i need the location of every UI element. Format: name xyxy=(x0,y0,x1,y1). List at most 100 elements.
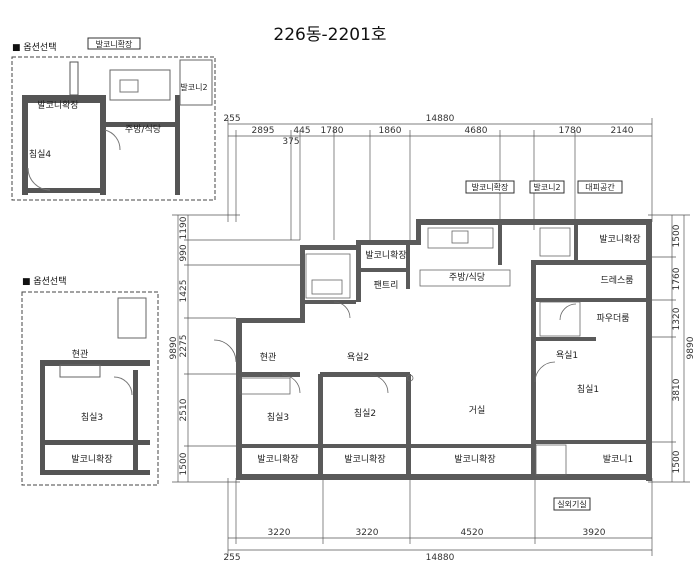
opt1-wall xyxy=(22,95,102,103)
opt1-wall xyxy=(22,188,106,193)
opt1-kitchen-label: 주방/식당 xyxy=(125,124,161,135)
tag-outdoor-unit-room: 실외기실 xyxy=(557,499,586,509)
dim-bottom-seg-1: 3220 xyxy=(268,528,291,538)
opt2-entrance-label: 현관 xyxy=(72,349,89,360)
room-bath2: 욕실2 xyxy=(347,352,369,363)
shoe-cabinet xyxy=(239,377,291,395)
tag-evacuation-space: 대피공간 xyxy=(585,182,615,192)
room-living: 거실 xyxy=(469,405,486,416)
option-inset-1: ■ 옵션선택 발코니확장 발코니2 발코니확장 주방/식당 침실4 xyxy=(11,37,216,201)
column-marker xyxy=(406,374,414,382)
dim-left-seg-2: 990 xyxy=(179,244,189,261)
dim-bottom-offset: 255 xyxy=(223,553,240,563)
opt2-door-arc xyxy=(113,376,133,396)
bathtub xyxy=(311,279,343,295)
dim-right-seg-5: 1500 xyxy=(672,450,682,473)
room-dressroom: 드레스룸 xyxy=(600,275,633,286)
opt2-wall xyxy=(40,470,150,475)
room-bedroom2: 침실2 xyxy=(354,408,376,419)
bath2-door-arc xyxy=(333,301,351,319)
tag-box-outdoor-unit xyxy=(553,497,591,511)
dim-top-overall: 14880 xyxy=(426,114,455,124)
option-label-1: ■ 옵션선택 xyxy=(12,42,57,53)
opt1-wall xyxy=(105,122,175,127)
dim-left-overall: 9890 xyxy=(169,336,179,359)
dim-right-seg-1: 1500 xyxy=(672,224,682,247)
room-balcony-ext-bed3: 발코니확장 xyxy=(257,453,298,465)
main-plan-walls xyxy=(236,219,652,481)
dim-right-seg-3: 1320 xyxy=(672,307,682,330)
room-balcony-ext-master: 발코니확장 xyxy=(599,233,640,245)
opt1-balcony-ext-label: 발코니확장 xyxy=(37,99,78,111)
balcony2-box xyxy=(539,227,571,257)
room-balcony-ext-pantry: 발코니확장 xyxy=(365,249,406,261)
unit-title: 226동-2201호 xyxy=(273,25,386,45)
entrance-door-arc xyxy=(213,339,237,363)
tag-balcony2: 발코니2 xyxy=(533,182,560,192)
dim-bottom-overall: 14880 xyxy=(426,553,455,563)
room-bedroom3: 침실3 xyxy=(267,412,289,423)
dim-left-seg-3: 1425 xyxy=(179,280,189,303)
opt1-sink xyxy=(119,79,139,93)
opt2-wall xyxy=(133,370,138,475)
room-bedroom1: 침실1 xyxy=(577,384,599,395)
room-balcony-ext-living: 발코니확장 xyxy=(454,453,495,465)
dim-top-seg-7: 2140 xyxy=(611,126,634,136)
bed3-door-arc xyxy=(281,374,301,394)
option-inset-2: ■ 옵션선택 현관 침실3 발코니확장 xyxy=(21,276,159,486)
opt1-wall xyxy=(100,95,106,195)
dim-top-seg-6: 1780 xyxy=(559,126,582,136)
dim-left-seg-4: 2275 xyxy=(179,335,189,358)
opt2-bedroom3-label: 침실3 xyxy=(81,412,103,423)
dim-top-seg-5: 4680 xyxy=(465,126,488,136)
opt2-wall xyxy=(40,440,150,445)
bath1-door-arc xyxy=(559,303,577,321)
kitchen-counter xyxy=(427,227,494,249)
opt1-tag-box xyxy=(87,37,141,50)
opt1-counter xyxy=(109,69,171,101)
opt2-bath xyxy=(117,297,147,339)
tag-box-balcony2 xyxy=(529,180,565,194)
opt1-wall xyxy=(69,61,79,96)
room-bath1: 욕실1 xyxy=(556,350,578,361)
room-balcony-ext-bed2: 발코니확장 xyxy=(344,453,385,465)
dim-left-seg-1: 1190 xyxy=(179,216,189,239)
kitchen-sink xyxy=(451,230,469,244)
option-label-2: ■ 옵션선택 xyxy=(22,276,67,287)
opt1-tag-balcony-ext: 발코니확장 xyxy=(96,39,133,49)
dim-right-seg-4: 3810 xyxy=(672,378,682,401)
dim-bottom-seg-2: 3220 xyxy=(356,528,379,538)
kitchen-island xyxy=(419,269,511,287)
dim-left-seg-5: 2510 xyxy=(179,398,189,421)
dim-left-seg-6: 1500 xyxy=(179,452,189,475)
room-kitchen: 주방/식당 xyxy=(449,272,485,283)
main-plan-fixtures xyxy=(213,227,581,476)
dimension-lines xyxy=(172,118,690,556)
option-1-frame xyxy=(11,56,216,201)
opt1-wall xyxy=(175,95,180,195)
opt1-balcony2-label: 발코니2 xyxy=(180,82,207,92)
tag-box-balcony-ext xyxy=(465,180,515,194)
bed2-door-arc xyxy=(369,374,389,394)
dim-top-seg-2: 445 xyxy=(293,126,310,136)
opt1-balc2-box xyxy=(179,59,213,106)
dim-top-offset: 255 xyxy=(223,114,240,124)
opt1-wall xyxy=(22,95,28,195)
tag-balcony-ext: 발코니확장 xyxy=(472,182,509,192)
dim-top-seg-3: 1780 xyxy=(321,126,344,136)
dim-top-seg-4: 1860 xyxy=(379,126,402,136)
room-powder: 파우더룸 xyxy=(596,313,629,324)
dim-top-seg-1: 2895 xyxy=(252,126,275,136)
bath1-fixtures xyxy=(539,301,581,337)
room-balcony1: 발코니1 xyxy=(603,454,634,465)
dim-right-overall: 9890 xyxy=(686,336,696,359)
room-pantry: 팬트리 xyxy=(374,280,399,291)
bed1-door-arc xyxy=(534,361,556,383)
dim-bottom-seg-3: 4520 xyxy=(461,528,484,538)
dim-bottom-seg-4: 3920 xyxy=(583,528,606,538)
tag-box-evac xyxy=(577,180,623,194)
outdoor-unit-box xyxy=(535,444,567,476)
option-2-frame xyxy=(21,291,159,486)
room-entrance: 현관 xyxy=(260,352,277,363)
